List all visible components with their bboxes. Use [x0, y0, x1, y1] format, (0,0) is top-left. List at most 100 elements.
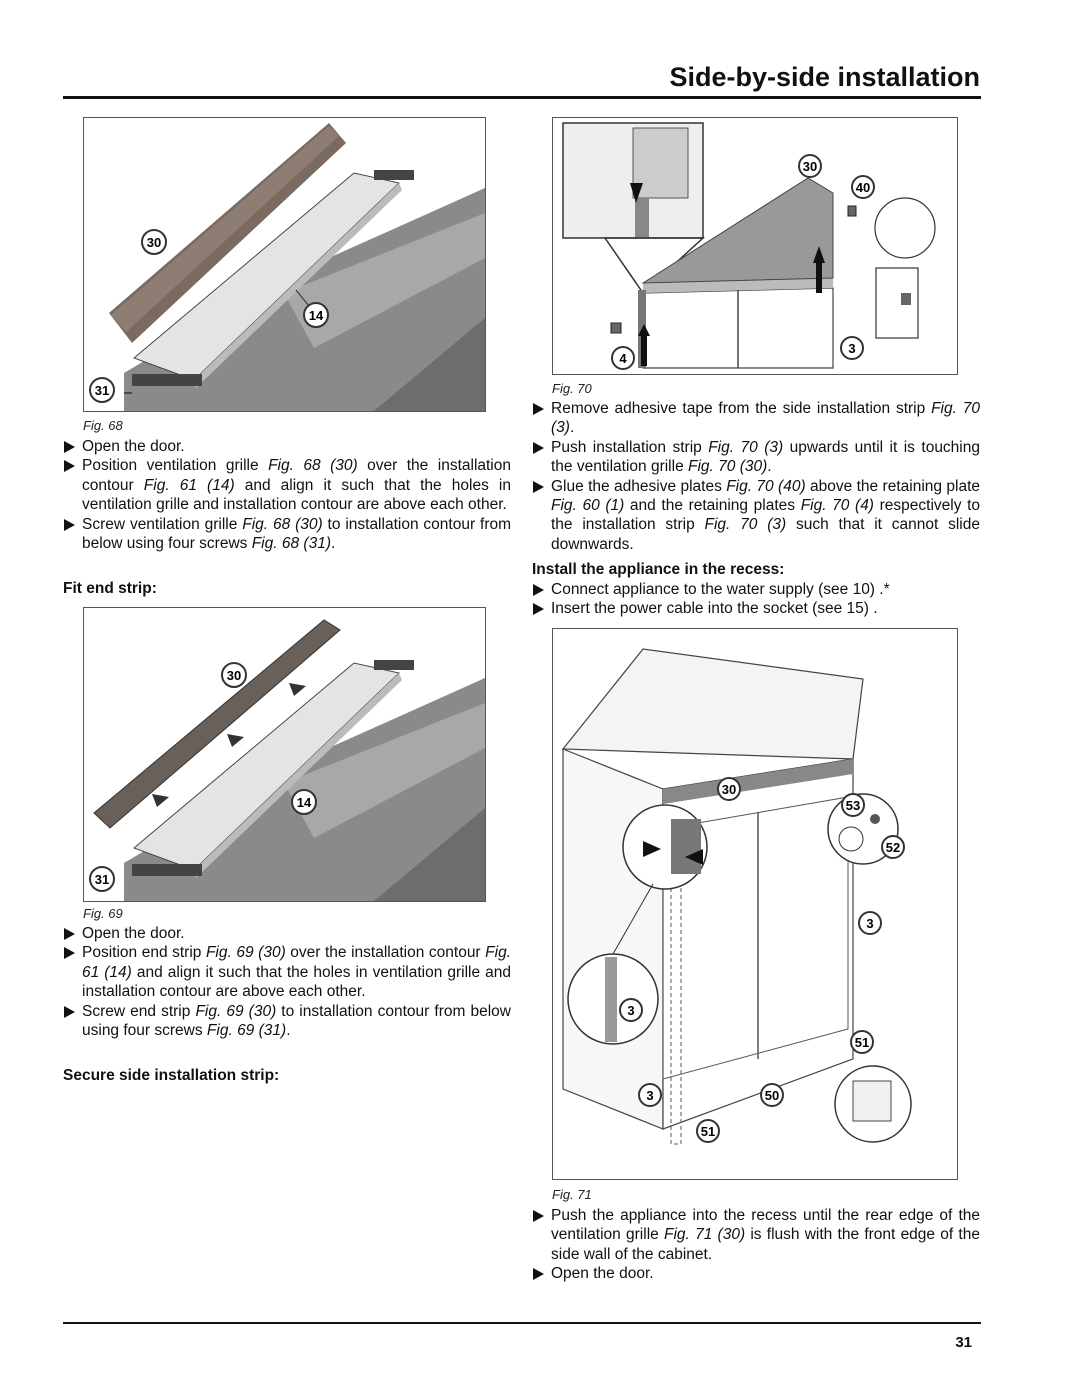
figure-ref: Fig. 71 (30) [664, 1226, 746, 1244]
figure-ref: Fig. 70 (40) [726, 477, 806, 495]
figure-caption: Fig. 71 [552, 1187, 592, 1202]
page-title: Side-by-side installation [669, 62, 980, 92]
step-item: Position end strip Fig. 69 (30) over the… [63, 943, 511, 1001]
figure-ref: Fig. 69 (30) [205, 944, 286, 962]
ventilation-grille-illustration: 30 14 31 [84, 118, 485, 411]
callout-label: 51 [855, 1035, 869, 1050]
step-item: Open the door. [532, 1264, 980, 1283]
figure-ref: Fig. 61 (14) [143, 476, 235, 494]
figure-68: 30 14 31 [83, 117, 486, 412]
figure-ref: Fig. 68 (31) [251, 535, 331, 553]
step-item: Remove adhesive tape from the side insta… [532, 399, 980, 438]
figure-ref: Fig. 70 (4) [800, 497, 874, 515]
figure-ref: Fig. 70 (30) [688, 458, 768, 476]
figure-caption: Fig. 70 [552, 381, 592, 396]
figure-ref: Fig. 70 (3) [704, 516, 787, 534]
side-strip-illustration: 30 40 3 4 [553, 118, 957, 374]
step-item: Open the door. [63, 437, 511, 456]
step-text: . [330, 535, 336, 553]
callout-label: 40 [856, 180, 870, 195]
step-item: Push installation strip Fig. 70 (3) upwa… [532, 438, 980, 477]
figure-69: 30 14 31 [83, 607, 486, 902]
section-heading-fit-end-strip: Fit end strip: [63, 580, 157, 597]
figure-caption: Fig. 68 [83, 418, 123, 433]
step-text: and align it such that the holes in vent… [82, 476, 511, 514]
step-item: Glue the adhesive plates Fig. 70 (40) ab… [532, 477, 980, 555]
callout-label: 30 [722, 782, 736, 797]
step-text: over the installation contour [82, 457, 511, 494]
callout-label: 3 [646, 1088, 653, 1103]
steps-fig68: Open the door. Position ventilation gril… [63, 437, 511, 553]
figure-ref: Fig. 69 (31) [206, 1022, 287, 1040]
step-text: to installation contour from below using… [82, 1002, 511, 1040]
step-item: Screw end strip Fig. 69 (30) to installa… [63, 1002, 511, 1041]
footer-rule [63, 1322, 981, 1324]
header-rule [63, 96, 981, 99]
step-text: . [569, 419, 575, 437]
step-text: Remove adhesive tape from the side insta… [551, 400, 932, 417]
step-text: Open the door. [551, 1265, 654, 1283]
step-item: Insert the power cable into the socket (… [532, 599, 980, 618]
callout-label: 14 [309, 308, 324, 323]
callout-label: 50 [765, 1088, 779, 1103]
callout-label: 53 [846, 798, 860, 813]
steps-install: Connect appliance to the water supply (s… [532, 580, 980, 619]
step-item: Screw ventilation grille Fig. 68 (30) to… [63, 515, 511, 554]
step-text: Push the appliance into the recess until… [551, 1207, 980, 1244]
step-text: upwards until it is touching the ventila… [551, 438, 980, 476]
figure-ref: Fig. 61 (14) [82, 944, 511, 981]
figure-caption: Fig. 69 [83, 906, 123, 921]
callout-label: 51 [701, 1124, 715, 1139]
step-text: to installation contour from below using… [82, 515, 512, 553]
figure-ref: Fig. 70 (3) [551, 400, 980, 437]
callout-label: 3 [866, 916, 873, 931]
step-text: Push installation strip [551, 438, 709, 456]
steps-fig70: Remove adhesive tape from the side insta… [532, 399, 980, 554]
figure-ref: Fig. 68 (30) [268, 457, 358, 475]
figure-70: 30 40 3 4 [552, 117, 958, 375]
figure-ref: Fig. 69 (30) [195, 1002, 277, 1020]
callout-label: 30 [147, 235, 161, 250]
figure-ref: Fig. 70 (3) [708, 438, 784, 456]
step-text: . [767, 458, 772, 476]
step-item: Push the appliance into the recess until… [532, 1206, 980, 1264]
page-number: 31 [955, 1334, 972, 1351]
callout-label: 3 [627, 1003, 634, 1018]
step-text: Position end strip [82, 944, 206, 962]
step-text: Open the door. [82, 438, 185, 455]
step-item: Connect appliance to the water supply (s… [532, 580, 980, 599]
step-text: and the retaining plates [624, 497, 801, 515]
callout-label: 31 [95, 383, 109, 398]
callout-label: 4 [619, 351, 627, 366]
callout-label: 52 [886, 840, 900, 855]
callout-label: 30 [227, 668, 241, 683]
step-item: Open the door. [63, 924, 511, 943]
appliance-in-recess-illustration: 30 53 52 3 3 51 3 50 51 [553, 629, 957, 1179]
step-text: Screw end strip [82, 1002, 196, 1020]
step-text: such that it cannot slide downwards. [551, 516, 980, 553]
steps-fig71: Push the appliance into the recess until… [532, 1206, 980, 1284]
callout-label: 31 [95, 872, 109, 887]
step-text: respectively to the installation strip [551, 497, 981, 534]
section-heading-install: Install the appliance in the recess: [532, 561, 785, 578]
end-strip-illustration: 30 14 31 [84, 608, 485, 901]
figure-71: 30 53 52 3 3 51 3 50 51 [552, 628, 958, 1180]
step-text: over the installation contour [285, 944, 486, 962]
callout-label: 14 [297, 795, 312, 810]
step-item: Position ventilation grille Fig. 68 (30)… [63, 456, 511, 514]
step-text: Insert the power cable into the socket (… [551, 600, 878, 618]
callout-label: 3 [848, 341, 855, 356]
callout-label: 30 [803, 159, 817, 174]
step-text: Connect appliance to the water supply (s… [551, 581, 890, 598]
step-text: Glue the adhesive plates [551, 477, 727, 495]
steps-fig69: Open the door. Position end strip Fig. 6… [63, 924, 511, 1040]
section-heading-secure-strip: Secure side installation strip: [63, 1067, 280, 1084]
figure-ref: Fig. 68 (30) [242, 515, 323, 533]
step-text: is flush with the front edge of the side… [551, 1226, 980, 1263]
step-text: Screw ventilation grille [82, 515, 243, 533]
step-text: . [286, 1022, 291, 1040]
step-text: Position ventilation grille [82, 457, 269, 475]
step-text: above the retaining plate [805, 477, 980, 495]
figure-ref: Fig. 60 (1) [551, 497, 625, 515]
step-text: and align it such that the holes in vent… [82, 963, 511, 1001]
